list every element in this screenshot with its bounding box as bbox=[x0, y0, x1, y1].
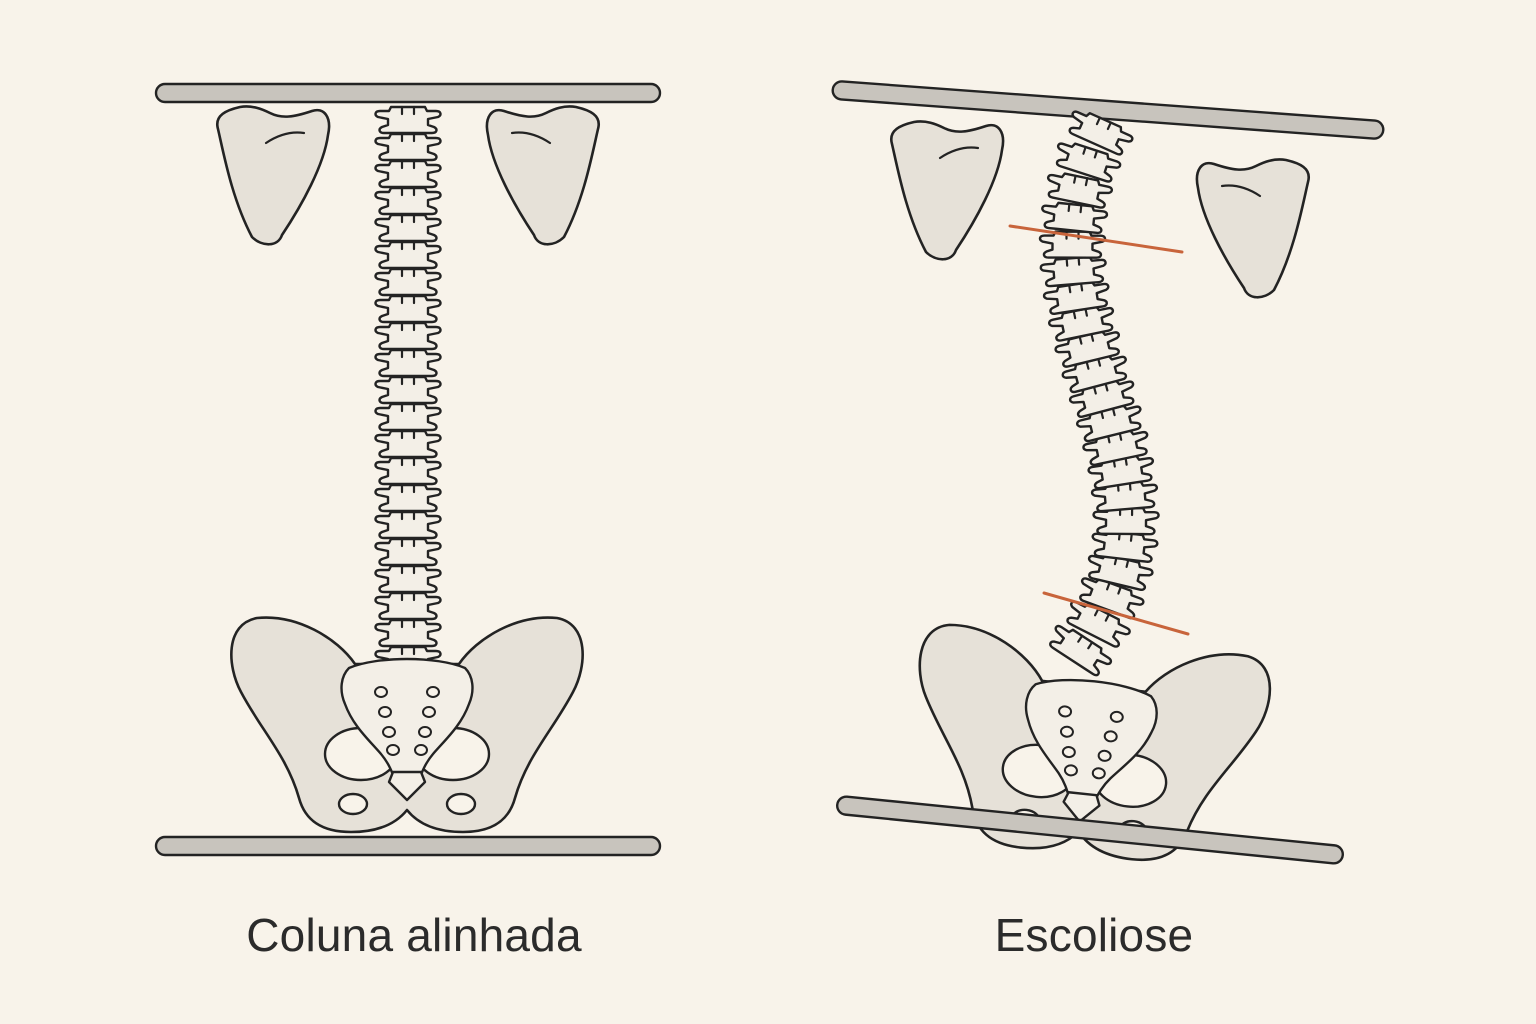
pelvis bbox=[230, 616, 584, 834]
aligned-spine-caption: Coluna alinhada bbox=[246, 909, 582, 961]
vertebra bbox=[374, 564, 442, 594]
vertebra bbox=[374, 294, 442, 324]
vertebra bbox=[374, 321, 442, 351]
vertebra bbox=[374, 618, 442, 648]
vertebra bbox=[374, 483, 442, 513]
vertebra bbox=[1054, 330, 1120, 368]
vertebra bbox=[374, 429, 442, 459]
vertebra bbox=[374, 159, 442, 189]
vertebra bbox=[374, 186, 442, 216]
vertebra bbox=[1042, 280, 1110, 315]
vertebra bbox=[374, 105, 442, 135]
pelvis-level-bar bbox=[154, 835, 662, 857]
vertebra bbox=[1068, 110, 1134, 156]
upper-cobb-angle-line bbox=[1008, 224, 1184, 254]
vertebra bbox=[1055, 142, 1122, 183]
coccyx bbox=[1062, 791, 1101, 823]
vertebra bbox=[374, 267, 442, 297]
vertebra bbox=[374, 510, 442, 540]
right-scapula bbox=[1195, 158, 1311, 299]
vertebra bbox=[374, 375, 442, 405]
vertebra bbox=[374, 132, 442, 162]
lower-cobb-angle-line bbox=[1042, 591, 1190, 636]
vertebra bbox=[1066, 600, 1131, 648]
tilted-shoulder-bar bbox=[831, 80, 1385, 140]
vertebra bbox=[1091, 529, 1159, 563]
vertebra bbox=[374, 240, 442, 270]
scoliosis-panel bbox=[831, 80, 1385, 865]
vertebra bbox=[374, 348, 442, 378]
vertebra bbox=[1090, 480, 1158, 513]
vertebra bbox=[1041, 201, 1109, 235]
vertebra bbox=[1087, 454, 1154, 490]
vertebra bbox=[1049, 624, 1113, 677]
vertebra bbox=[374, 591, 442, 621]
tilted-pelvis-bar bbox=[836, 795, 1344, 865]
curved-vertebral-column bbox=[1038, 110, 1160, 677]
coccyx bbox=[387, 770, 427, 802]
vertebra bbox=[374, 456, 442, 486]
scoliosis-caption: Escoliose bbox=[994, 909, 1194, 961]
vertebra bbox=[374, 537, 442, 567]
left-scapula bbox=[889, 120, 1005, 261]
vertebra bbox=[1039, 255, 1107, 288]
vertebra bbox=[1047, 172, 1114, 209]
shoulder-level-bar bbox=[154, 82, 662, 104]
vertebra bbox=[1047, 305, 1115, 342]
vertebra bbox=[374, 213, 442, 243]
aligned-spine-panel bbox=[154, 82, 662, 857]
right-scapula bbox=[485, 105, 601, 246]
vertebra bbox=[374, 402, 442, 432]
left-scapula bbox=[215, 105, 331, 246]
vertebra bbox=[1087, 553, 1154, 591]
